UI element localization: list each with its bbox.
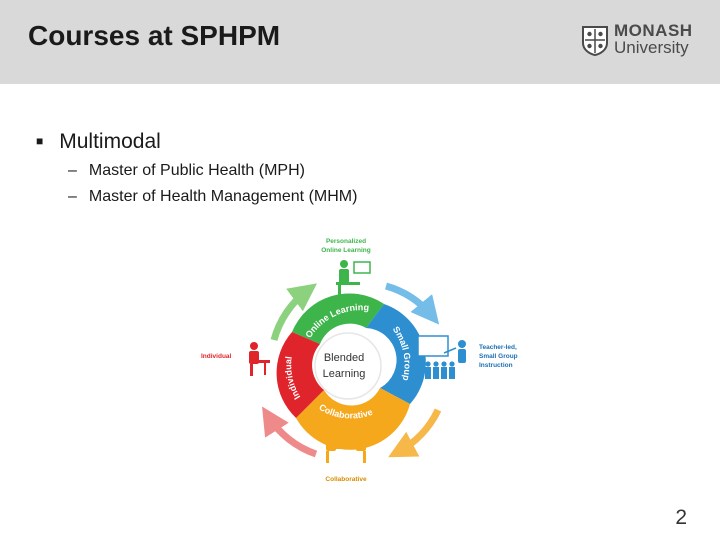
collaborative-people-icon [326, 429, 366, 463]
label-right-line3: Instruction [479, 362, 513, 369]
page-number: 2 [675, 506, 687, 529]
label-bottom: Collaborative [325, 476, 367, 483]
square-bullet-icon: ■ [36, 134, 44, 148]
label-top-line2: Online Learning [321, 247, 371, 254]
slide-title: Courses at SPHPM [28, 20, 281, 51]
logo-text: MONASH University [614, 22, 693, 56]
slide-header: Courses at SPHPM MONASH University [0, 0, 720, 84]
monash-logo: MONASH University [580, 22, 710, 62]
center-label-line1: Blended [324, 352, 364, 364]
teacher-group-icon [417, 335, 466, 379]
individual-person-icon [249, 342, 270, 376]
label-right-line2: Small Group [479, 353, 518, 360]
sub-bullet-text: Master of Health Management (MHM) [88, 188, 358, 205]
logo-line1: MONASH [614, 21, 693, 40]
arrow-green [270, 283, 317, 341]
diagram-svg: Online Learning Small Group Collaborativ… [201, 238, 518, 483]
label-top-line1: Personalized [326, 238, 366, 245]
bullet-list: ■ Multimodal – Master of Public Health (… [36, 130, 357, 206]
label-right-line1: Teacher-led, [479, 344, 517, 351]
sub-bullet-text: Master of Public Health (MPH) [88, 162, 305, 179]
dash-bullet-icon: – [68, 188, 77, 205]
center-label-line2: Learning [323, 368, 366, 380]
blended-learning-diagram: Online Learning Small Group Collaborativ… [196, 232, 536, 488]
arrow-red [262, 406, 318, 458]
bullet-main: ■ Multimodal [36, 130, 357, 154]
logo-line2: University [614, 38, 689, 57]
sub-bullet: – Master of Public Health (MPH) [68, 162, 357, 180]
arrow-blue [384, 282, 440, 325]
ring-segment-individual [276, 332, 324, 418]
sub-bullet: – Master of Health Management (MHM) [68, 188, 357, 206]
crest-icon [582, 26, 608, 56]
ring-segment-small-group [366, 304, 426, 404]
arrow-orange [388, 408, 442, 458]
dash-bullet-icon: – [68, 162, 77, 179]
person-computer-icon [336, 260, 371, 297]
ring-segment-collaborative [296, 388, 410, 450]
ring-center [314, 332, 382, 400]
ring-segment-online [292, 293, 384, 344]
label-left: Individual [201, 353, 232, 360]
bullet-main-text: Multimodal [59, 130, 161, 153]
ring [276, 293, 426, 450]
